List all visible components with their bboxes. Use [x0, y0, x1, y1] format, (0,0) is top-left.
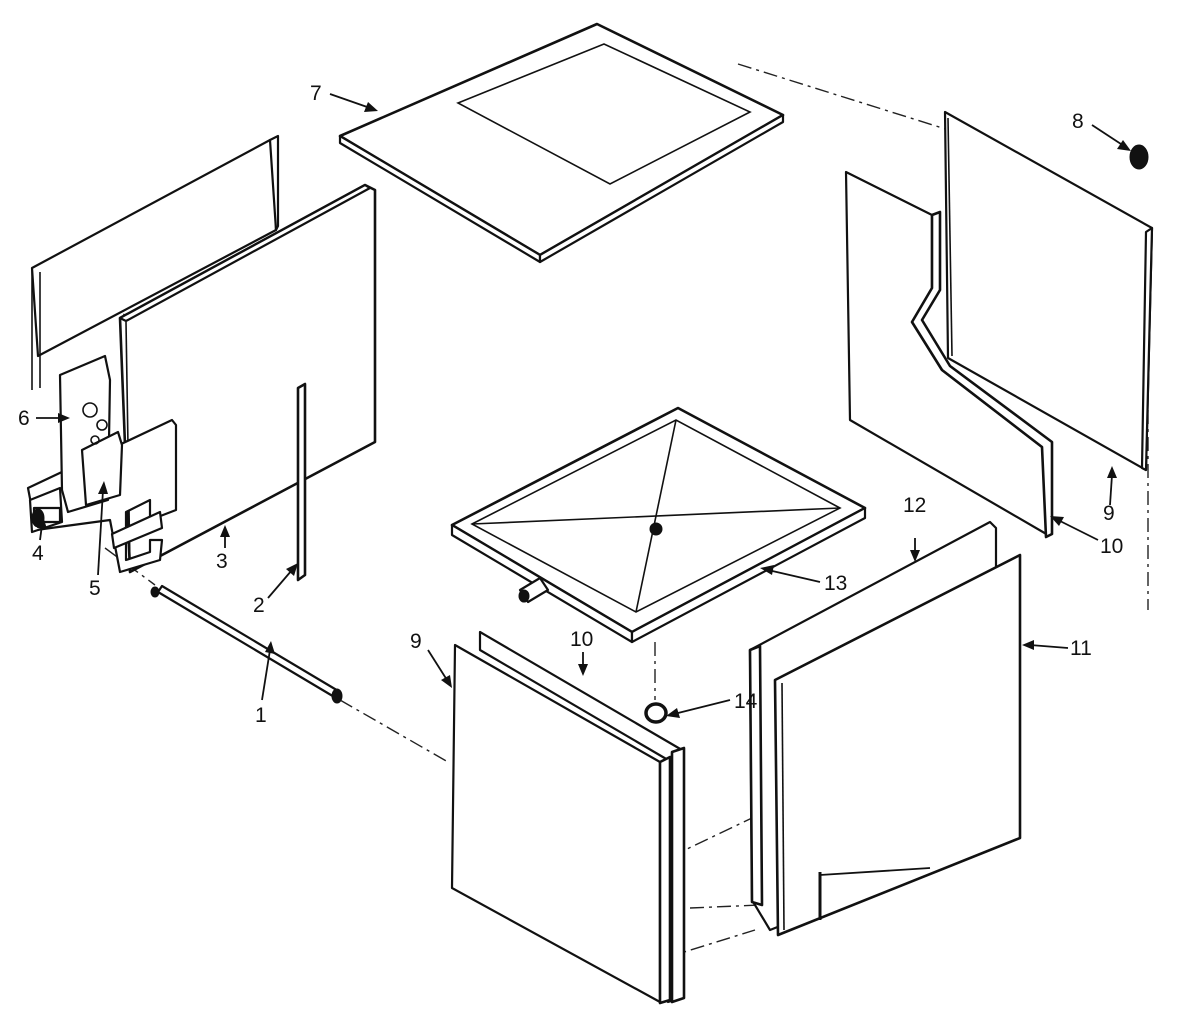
bottom-rod	[150, 584, 343, 704]
callout-1: 1	[255, 704, 267, 727]
rear-right-panel	[943, 110, 1154, 472]
callout-9-front: 9	[410, 630, 422, 653]
callout-4: 4	[32, 542, 44, 565]
rear-right-panel-frame	[844, 170, 1054, 539]
callout-2: 2	[253, 594, 265, 617]
callout-numbers: 7 8 9 10 11 12 13 14 10 9 1 2 3 4 5 6	[18, 82, 1123, 727]
drip-pan	[450, 406, 867, 644]
callout-5: 5	[89, 577, 101, 600]
callout-6: 6	[18, 407, 30, 430]
front-panel	[450, 643, 672, 1005]
callout-9-rear: 9	[1103, 502, 1115, 525]
callout-14: 14	[734, 690, 758, 713]
front-panel-frame	[478, 630, 686, 1004]
vertical-trim-strip	[296, 382, 307, 582]
back-left-panel	[30, 134, 280, 390]
grommet	[644, 702, 668, 724]
callout-10-front: 10	[570, 628, 593, 651]
callout-3: 3	[216, 550, 228, 573]
callout-7: 7	[310, 82, 322, 105]
knob	[1129, 144, 1149, 170]
callout-13: 13	[824, 572, 847, 595]
callout-8: 8	[1072, 110, 1084, 133]
callout-10-rear: 10	[1100, 535, 1123, 558]
callout-11: 11	[1070, 637, 1092, 660]
side-panel	[773, 553, 1022, 937]
callout-leaders	[36, 93, 1131, 718]
callout-12: 12	[903, 494, 926, 517]
top-panel	[338, 22, 785, 264]
